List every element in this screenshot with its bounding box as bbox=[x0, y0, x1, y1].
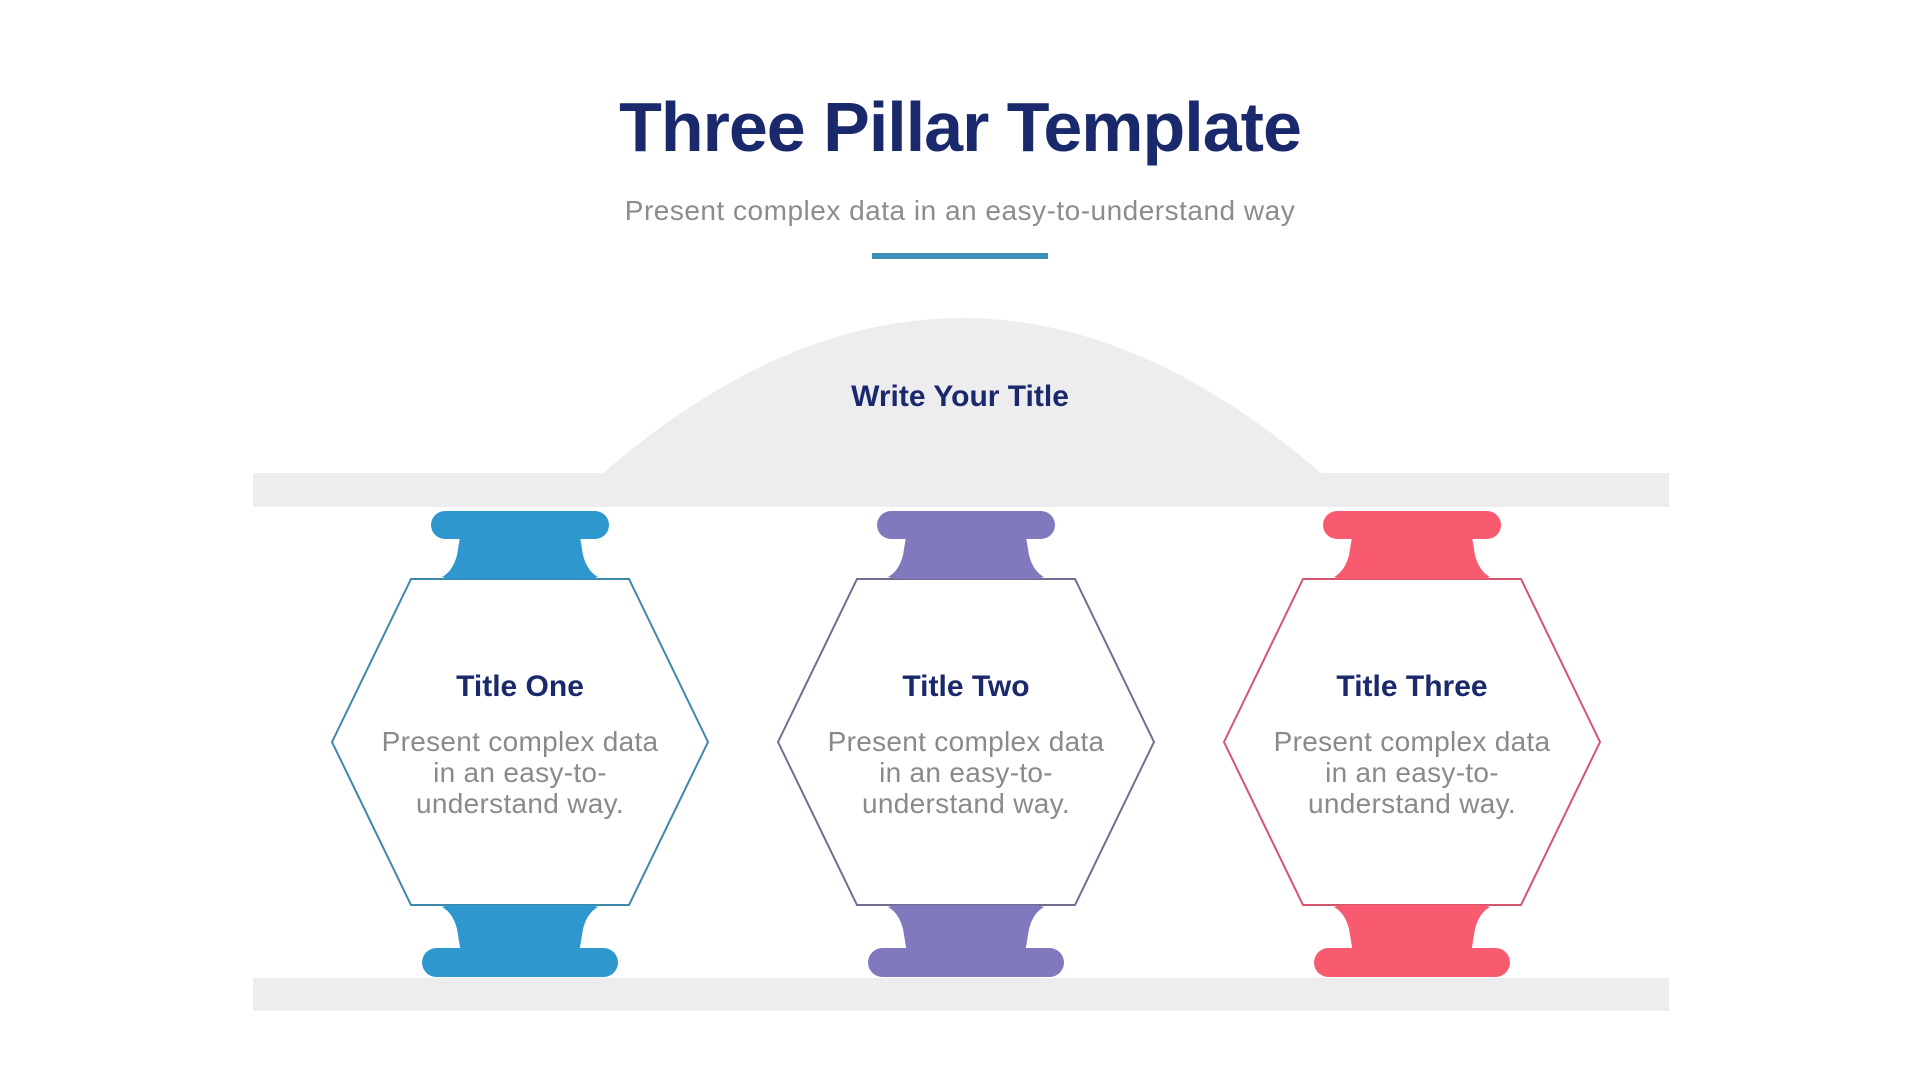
pillar-title: Title Two bbox=[902, 670, 1030, 703]
pillar-body-line: in an easy-to- bbox=[1325, 757, 1499, 788]
pillar-top-capital-neck bbox=[888, 525, 1044, 579]
base-band bbox=[253, 978, 1669, 1011]
pillar-bottom-capital-neck bbox=[442, 905, 598, 959]
pillar-body-line: understand way. bbox=[1308, 788, 1516, 819]
pillar-body-line: Present complex data bbox=[827, 726, 1105, 757]
pillar-top-capital-neck bbox=[1334, 525, 1490, 579]
pillar-hexagon bbox=[330, 578, 710, 906]
pillar-bottom-capital-bar bbox=[422, 948, 618, 977]
pillar-body-line: understand way. bbox=[416, 788, 624, 819]
dome-shape bbox=[602, 318, 1322, 474]
pillar-body-line: in an easy-to- bbox=[879, 757, 1053, 788]
page-subtitle: Present complex data in an easy-to-under… bbox=[624, 195, 1296, 226]
pillar-graphic bbox=[1222, 511, 1602, 977]
architrave-band bbox=[253, 473, 1669, 507]
pillar-bottom-capital-bar bbox=[1314, 948, 1510, 977]
pillar-bottom-capital-neck bbox=[888, 905, 1044, 959]
pillar-title: Title One bbox=[456, 670, 584, 703]
pillar-bottom-capital-neck bbox=[1334, 905, 1490, 959]
pillar-body-line: in an easy-to- bbox=[433, 757, 607, 788]
pillar-title: Title Three bbox=[1336, 670, 1488, 703]
title-divider bbox=[872, 253, 1048, 259]
page-title: Three Pillar Template bbox=[619, 88, 1302, 166]
pillar-graphic bbox=[776, 511, 1156, 977]
dome-title: Write Your Title bbox=[851, 380, 1069, 413]
pillar-body-line: Present complex data bbox=[381, 726, 659, 757]
pillar-bottom-capital-bar bbox=[868, 948, 1064, 977]
pillar-hexagon bbox=[1222, 578, 1602, 906]
pillar-graphic bbox=[330, 511, 710, 977]
pillar-top-capital-neck bbox=[442, 525, 598, 579]
pillar-hexagon bbox=[776, 578, 1156, 906]
pillar-body-line: Present complex data bbox=[1273, 726, 1551, 757]
dome-path bbox=[602, 318, 1322, 474]
pillar-body-line: understand way. bbox=[862, 788, 1070, 819]
